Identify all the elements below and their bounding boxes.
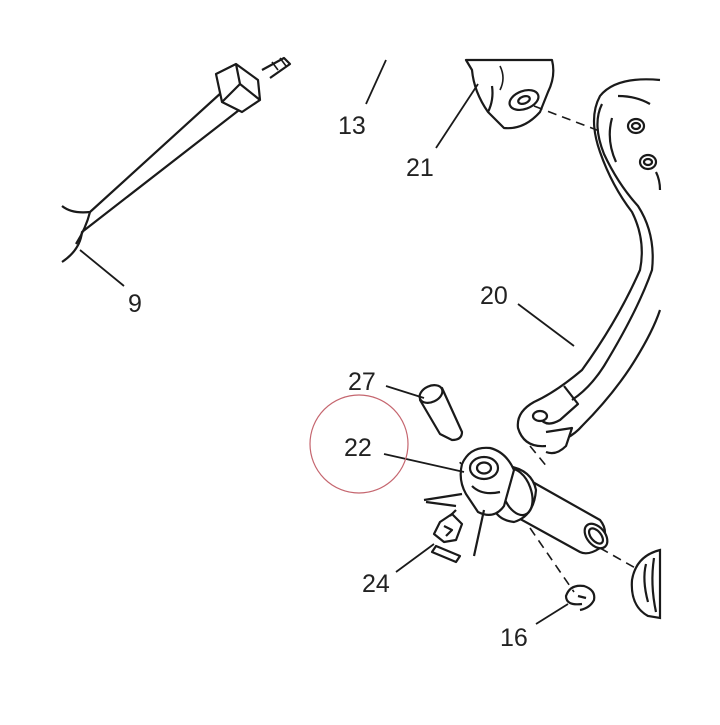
part-knob-partial [630, 548, 662, 620]
leader-21 [435, 83, 479, 149]
callout-9: 9 [128, 290, 142, 318]
leader-9 [79, 249, 125, 287]
callout-24: 24 [362, 570, 390, 598]
leader-16 [535, 603, 569, 625]
part-21-bracket [464, 58, 555, 130]
callout-13: 13 [338, 112, 366, 140]
callout-16: 16 [500, 624, 528, 652]
callout-27: 27 [348, 368, 376, 396]
part-20-lever-arm [516, 78, 662, 455]
leader-24 [395, 543, 435, 573]
callout-22: 22 [344, 434, 372, 462]
leader-lines [79, 59, 575, 625]
part-27-pin [418, 384, 464, 442]
callout-21: 21 [406, 154, 434, 182]
part-16-snap-ring [564, 584, 596, 612]
part-22-clevis [459, 446, 609, 555]
leader-20 [517, 303, 575, 347]
part-24-clip-pin [423, 492, 486, 564]
part-9-shaft [61, 56, 292, 263]
leader-22 [383, 453, 465, 473]
leader-13 [365, 59, 387, 105]
leader-27 [385, 385, 425, 399]
highlight-circle [309, 394, 409, 494]
callout-20: 20 [480, 282, 508, 310]
